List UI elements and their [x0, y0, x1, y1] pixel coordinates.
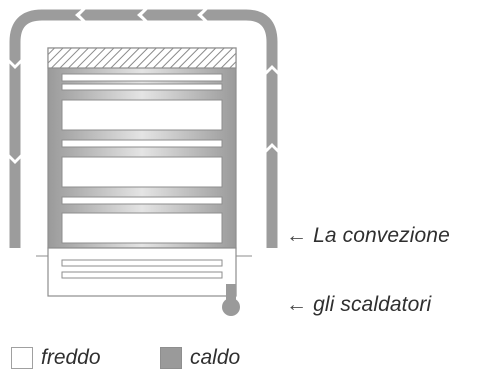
legend-cold: freddo: [11, 346, 101, 370]
legend-hot: caldo: [160, 346, 240, 370]
heaters-text: gli scaldatori: [313, 293, 432, 316]
radiator-icon: [36, 47, 252, 316]
convection-text: La convezione: [313, 224, 450, 247]
legend-cold-label: freddo: [41, 346, 101, 369]
heaters-label: ←gli scaldatori: [286, 293, 431, 317]
hot-swatch: [160, 347, 182, 369]
convection-label: ←La convezione: [286, 224, 450, 248]
cold-swatch: [11, 347, 33, 369]
legend-hot-label: caldo: [190, 346, 241, 369]
convection-flow-arrow-icon: [8, 8, 279, 248]
left-arrow-icon: ←: [286, 224, 308, 247]
left-arrow-icon: ←: [286, 293, 308, 316]
